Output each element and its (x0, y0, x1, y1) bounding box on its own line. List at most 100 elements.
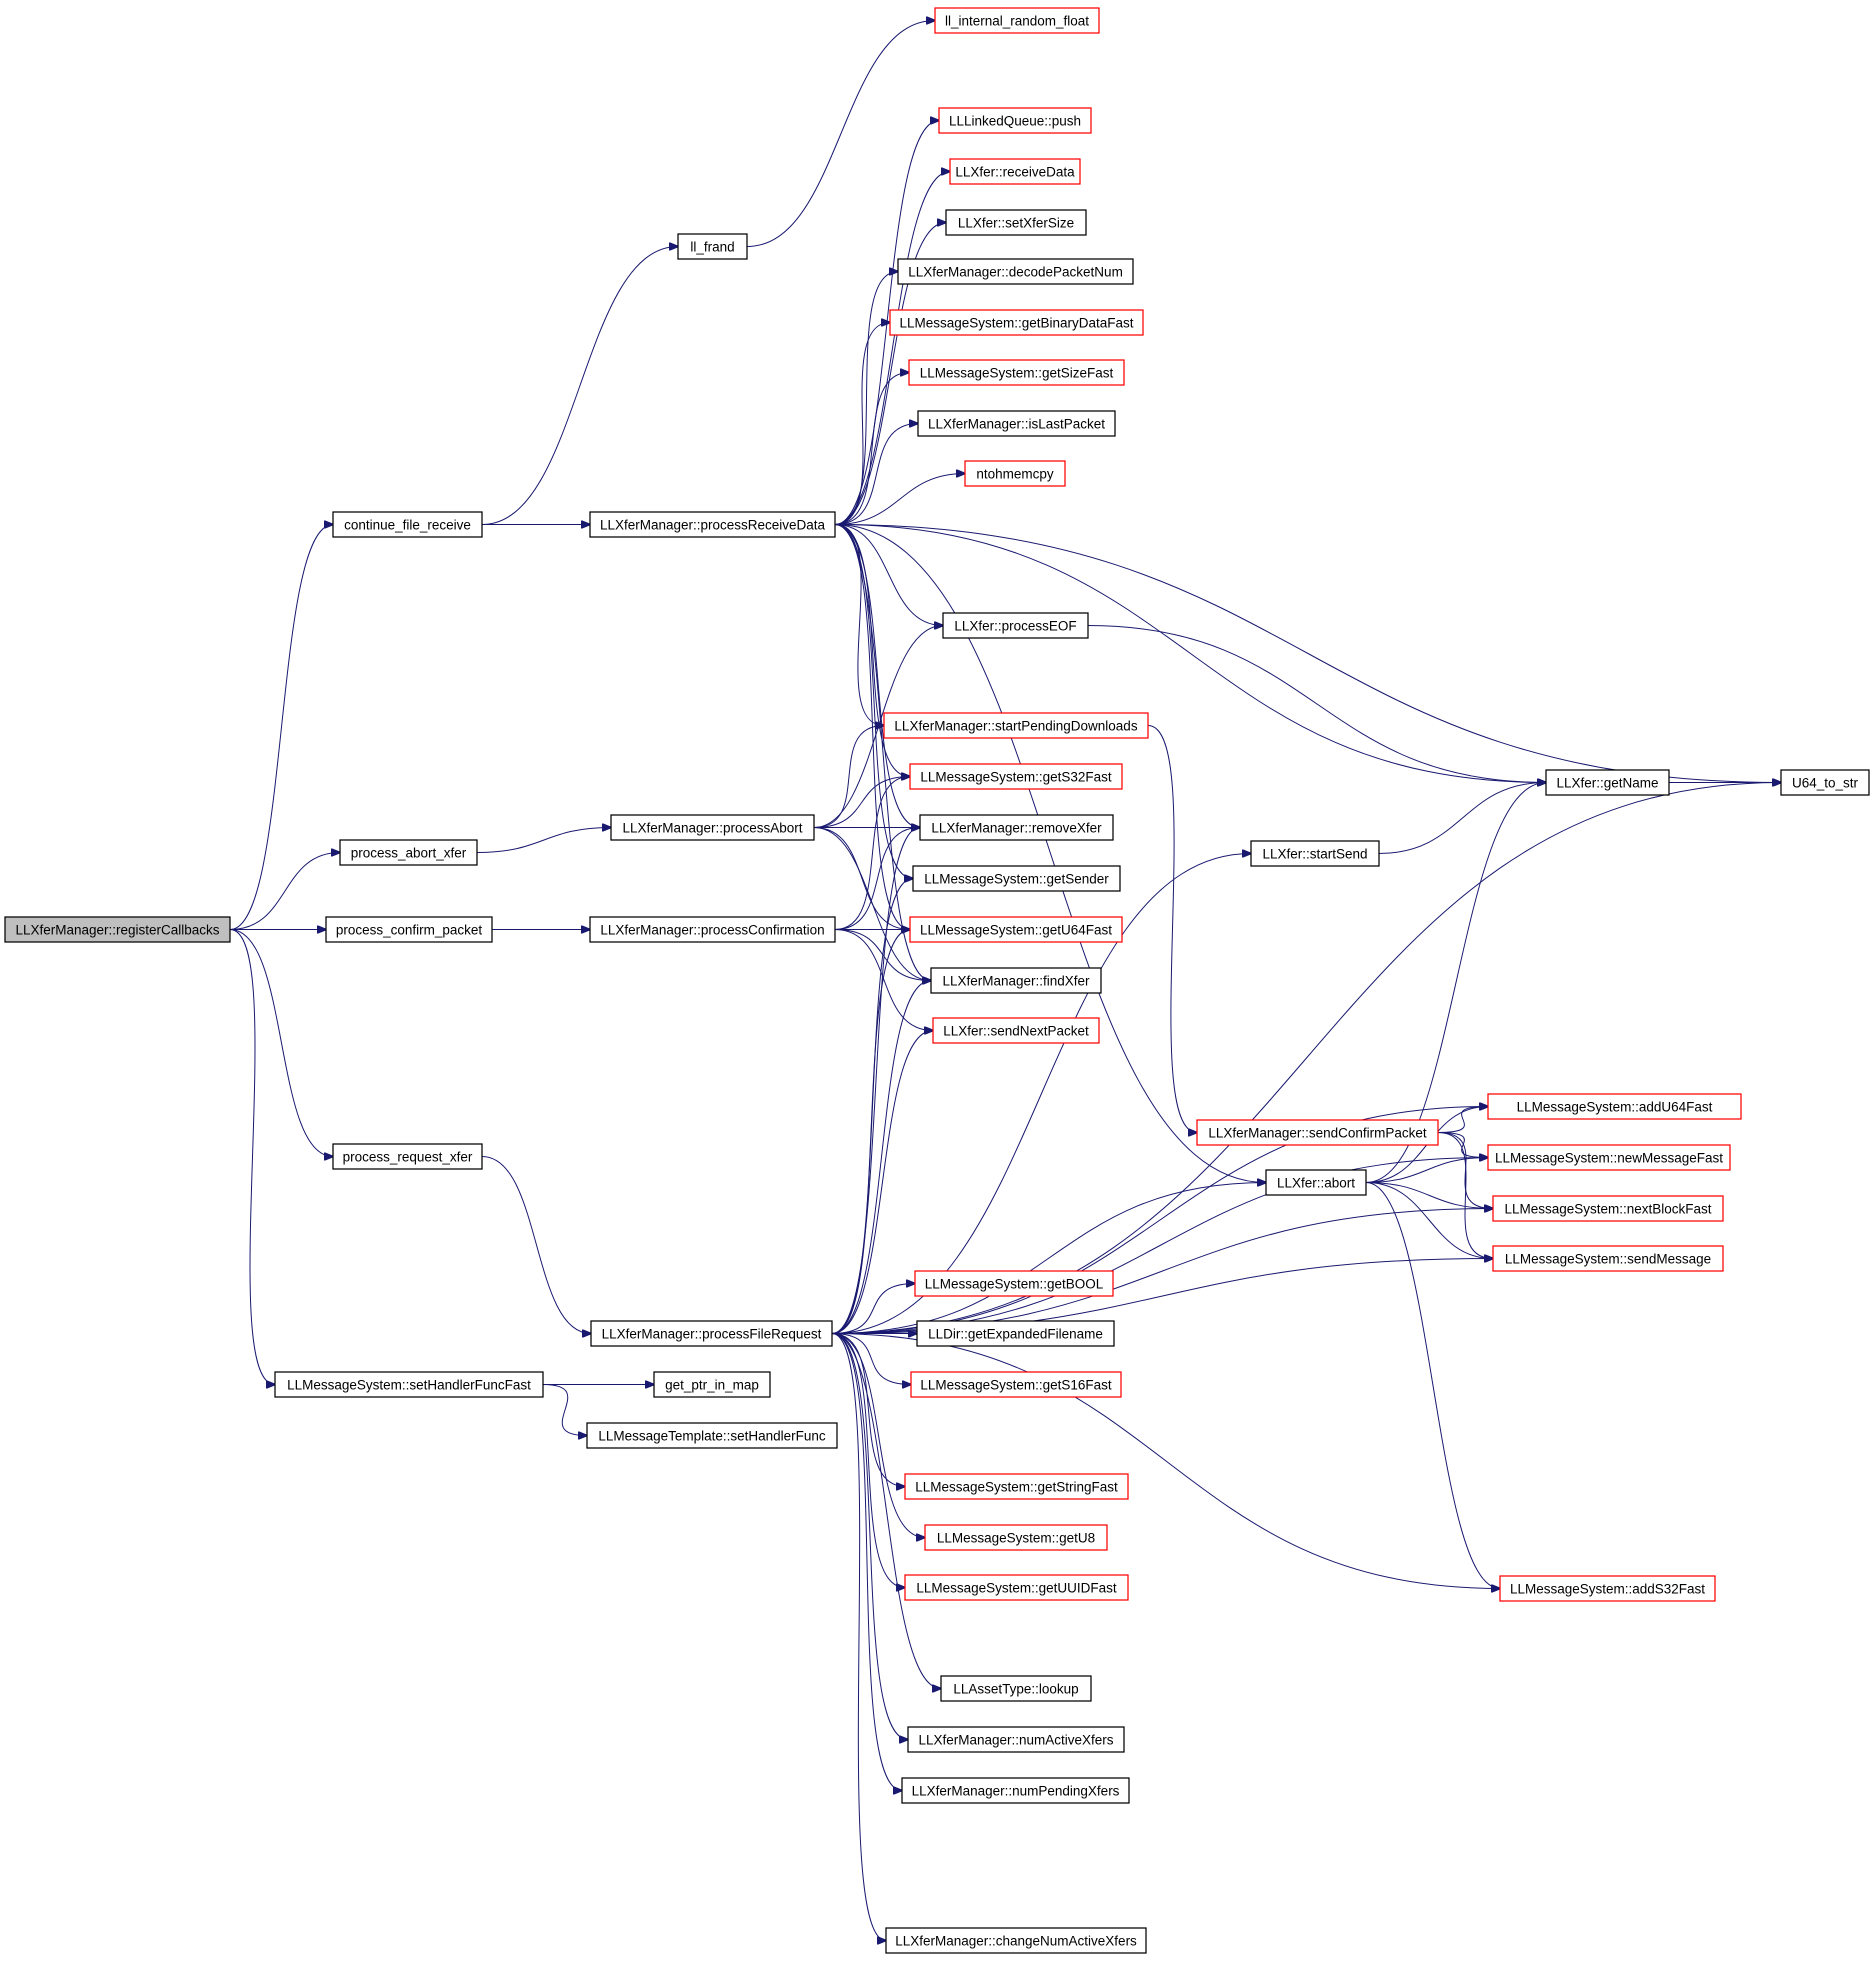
node-label: LLDir::getExpandedFilename (928, 1327, 1103, 1342)
node-label: LLMessageSystem::getBOOL (925, 1277, 1104, 1292)
node-label: LLXfer::abort (1277, 1176, 1355, 1191)
node-box (1492, 1245, 1724, 1272)
node-box (4, 916, 231, 943)
edge-prd-to-xrd (834, 172, 950, 525)
node-box (908, 359, 1125, 386)
node-spd[interactable]: LLXferManager::startPendingDownloads (883, 712, 1149, 739)
node-label: LLMessageSystem::getS32Fast (920, 770, 1112, 785)
node-box (940, 1675, 1092, 1702)
edge-pfr-to-atl (831, 1333, 941, 1689)
node-box (590, 1320, 833, 1347)
node-rmx: LLXferManager::removeXfer (919, 814, 1114, 841)
node-label: LLMessageSystem::getU8 (937, 1531, 1095, 1546)
edge-prd-to-ilp (834, 424, 918, 525)
node-box (934, 7, 1100, 34)
node-scp[interactable]: LLXferManager::sendConfirmPacket (1196, 1119, 1439, 1146)
node-label: LLXfer::startSend (1262, 847, 1367, 862)
node-label: ll_frand (690, 240, 734, 255)
edge-pfr-to-xab (831, 1183, 1266, 1334)
edge-spd-to-scp (1147, 725, 1197, 1133)
node-box (1499, 1575, 1716, 1602)
edge-cfr-to-frand (481, 247, 678, 525)
node-label: LLXferManager::isLastPacket (928, 417, 1105, 432)
node-u64str: U64_to_str (1780, 769, 1870, 796)
node-label: LLXferManager::changeNumActiveXfers (895, 1934, 1137, 1949)
node-label: LLXferManager::numActiveXfers (918, 1733, 1113, 1748)
node-box (586, 1422, 838, 1449)
node-label: continue_file_receive (344, 518, 471, 533)
node-box (883, 712, 1149, 739)
node-label: LLMessageSystem::nextBlockFast (1504, 1202, 1711, 1217)
node-box (904, 1574, 1129, 1601)
node-box (1487, 1144, 1731, 1171)
edge-prd-to-ntoh (834, 474, 965, 525)
node-cnax: LLXferManager::changeNumActiveXfers (885, 1927, 1147, 1954)
node-ntoh[interactable]: ntohmemcpy (964, 460, 1066, 487)
node-gpm: get_ptr_in_map (653, 1371, 771, 1398)
edge-root-to-prx (229, 929, 333, 1157)
node-label: LLMessageTemplate::setHandlerFunc (598, 1429, 826, 1444)
node-box (930, 967, 1102, 994)
node-gu64[interactable]: LLMessageSystem::getU64Fast (909, 916, 1123, 943)
node-nbf[interactable]: LLMessageSystem::nextBlockFast (1492, 1195, 1724, 1222)
node-pab: LLXferManager::processAbort (610, 814, 815, 841)
edge-root-to-shff (229, 929, 275, 1385)
node-gbdf[interactable]: LLMessageSystem::getBinaryDataFast (889, 309, 1144, 336)
node-frand: ll_frand (677, 233, 748, 260)
node-irf[interactable]: ll_internal_random_float (934, 7, 1100, 34)
node-label: LLXfer::sendNextPacket (943, 1024, 1089, 1039)
node-gs32[interactable]: LLMessageSystem::getS32Fast (909, 763, 1123, 790)
node-box (964, 460, 1066, 487)
node-xrd[interactable]: LLXfer::receiveData (949, 158, 1081, 185)
node-label: process_request_xfer (343, 1150, 473, 1165)
node-prd: LLXferManager::processReceiveData (589, 511, 836, 538)
edge-prd-to-xab (834, 524, 1266, 1183)
node-smsg[interactable]: LLMessageSystem::sendMessage (1492, 1245, 1724, 1272)
node-box (909, 763, 1123, 790)
node-label: LLMessageSystem::getU64Fast (920, 923, 1112, 938)
node-label: LLXfer::receiveData (955, 165, 1075, 180)
node-box (949, 158, 1081, 185)
node-au64[interactable]: LLMessageSystem::addU64Fast (1487, 1093, 1742, 1120)
node-box (919, 814, 1114, 841)
node-gsf[interactable]: LLMessageSystem::getSizeFast (908, 359, 1125, 386)
node-box (1780, 769, 1870, 796)
node-label: LLXferManager::startPendingDownloads (894, 719, 1137, 734)
node-box (885, 1927, 1147, 1954)
node-snp[interactable]: LLXfer::sendNextPacket (932, 1017, 1100, 1044)
node-box (945, 209, 1087, 236)
edge-shff-to-mtshf (542, 1384, 587, 1436)
edge-pcf-to-gs32 (834, 777, 910, 930)
node-box (1545, 769, 1670, 796)
node-box (677, 233, 748, 260)
node-label: ll_internal_random_float (945, 14, 1089, 29)
node-gu8[interactable]: LLMessageSystem::getU8 (924, 1524, 1108, 1551)
node-box (339, 839, 478, 866)
edge-prd-to-peof (834, 524, 943, 626)
node-label: LLXferManager::processReceiveData (600, 518, 826, 533)
node-label: LLXferManager::processConfirmation (600, 923, 824, 938)
node-npx: LLXferManager::numPendingXfers (901, 1777, 1130, 1804)
node-gs16[interactable]: LLMessageSystem::getS16Fast (910, 1371, 1122, 1398)
edge-prd-to-gsnd (834, 524, 913, 879)
edge-prd-to-dpn (834, 272, 898, 525)
edge-startsend-to-getname (1378, 783, 1546, 854)
node-lqp[interactable]: LLLinkedQueue::push (938, 107, 1092, 134)
edge-pcf-to-rmx (834, 828, 920, 930)
edge-xab-to-nbf (1365, 1182, 1493, 1209)
edge-prd-to-fx (834, 524, 931, 981)
edge-prd-to-u64str (834, 524, 1781, 783)
node-guuid[interactable]: LLMessageSystem::getUUIDFast (904, 1574, 1129, 1601)
edge-pab-to-fx (813, 827, 931, 981)
edge-pab-to-spd (813, 726, 884, 828)
node-peof: LLXfer::processEOF (942, 612, 1089, 639)
edge-prd-to-rmx (834, 524, 920, 828)
node-label: LLXferManager::numPendingXfers (912, 1784, 1120, 1799)
edge-xab-to-nmf (1365, 1158, 1488, 1183)
node-box (938, 107, 1092, 134)
node-pcp: process_confirm_packet (325, 916, 493, 943)
node-gbool[interactable]: LLMessageSystem::getBOOL (914, 1270, 1114, 1297)
node-nmf[interactable]: LLMessageSystem::newMessageFast (1487, 1144, 1731, 1171)
node-gstr[interactable]: LLMessageSystem::getStringFast (904, 1473, 1129, 1500)
node-as32[interactable]: LLMessageSystem::addS32Fast (1499, 1575, 1716, 1602)
